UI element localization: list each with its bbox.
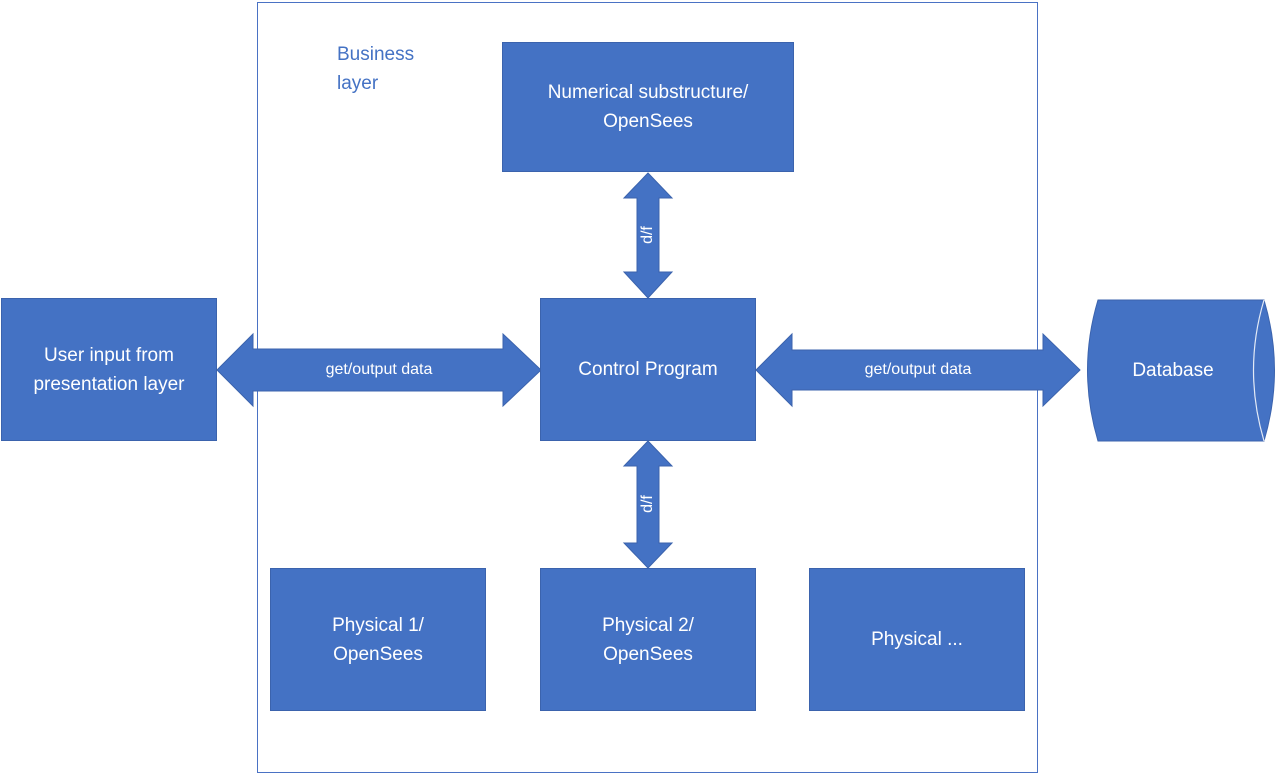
database-shape-rim xyxy=(1252,299,1265,442)
physical-1-line2: OpenSees xyxy=(333,643,423,665)
arrow-control-database xyxy=(755,332,1081,408)
user-input-line1: User input from xyxy=(44,344,174,366)
numerical-substructure-box: Numerical substructure/ OpenSees xyxy=(502,42,794,172)
physical-2-line1: Physical 2/ xyxy=(602,614,694,636)
edge-label-control-physical2: d/f xyxy=(639,495,656,513)
user-input-box: User input from presentation layer xyxy=(1,298,217,441)
business-layer-label: Business layer xyxy=(337,40,447,98)
user-input-line2: presentation layer xyxy=(33,373,185,395)
physical-more-label: Physical ... xyxy=(871,629,963,650)
control-program-box: Control Program xyxy=(540,298,756,441)
physical-1-box: Physical 1/ OpenSees xyxy=(270,568,486,711)
database-label: Database xyxy=(1132,360,1214,381)
business-layer-label-line2: layer xyxy=(337,73,379,94)
physical-2-line2: OpenSees xyxy=(603,643,693,665)
physical-2-box: Physical 2/ OpenSees xyxy=(540,568,756,711)
edge-label-control-database: get/output data xyxy=(864,361,972,378)
physical-more-box: Physical ... xyxy=(809,568,1025,711)
control-program-label: Control Program xyxy=(578,359,718,380)
business-layer-label-line1: Business xyxy=(337,44,415,65)
numerical-substructure-line2: OpenSees xyxy=(603,111,693,132)
edge-label-user-control: get/output data xyxy=(325,361,433,378)
numerical-substructure-line1: Numerical substructure/ xyxy=(547,82,749,103)
edge-label-numerical-control: d/f xyxy=(639,226,656,244)
physical-1-line1: Physical 1/ xyxy=(332,614,424,636)
